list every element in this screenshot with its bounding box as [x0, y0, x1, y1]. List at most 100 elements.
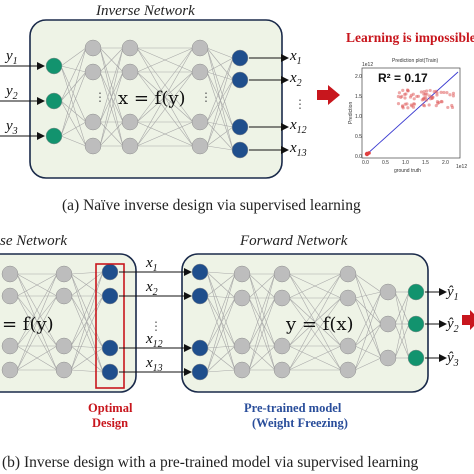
panel-a-output-label-sub: 1: [297, 56, 302, 67]
pretrained-label-line1: Pre-trained model: [244, 401, 342, 415]
panel-b-mid-label-base: x: [145, 279, 153, 295]
panel-b-right-edge: [248, 273, 276, 347]
panel-b-right-edge: [206, 273, 236, 297]
panel-b-left-edge: [70, 271, 104, 297]
panel-b-left-edge: [70, 271, 104, 371]
prediction-plot-ytick: 2.0: [355, 74, 362, 80]
panel-a-input-label: y3: [4, 118, 18, 137]
panel-a-node: [84, 137, 102, 155]
panel-b-mid-label: x13: [145, 355, 163, 374]
prediction-point: [446, 105, 450, 110]
panel-a-edge: [60, 65, 87, 123]
prediction-plot-ytick: 1.5: [355, 94, 362, 100]
panel-b-mid-label-sub: 2: [153, 287, 158, 298]
panel-b-right-node: [339, 289, 357, 307]
panel-b-right-node: [339, 265, 357, 283]
panel-b-mid-label-sub: 12: [153, 339, 163, 350]
panel-a-input-label-base: y: [4, 83, 13, 99]
panel-b-left-edge: [16, 273, 58, 347]
panel-b-left-edge: [16, 273, 58, 297]
panel-b-right-edge: [206, 273, 236, 349]
prediction-point: [437, 100, 441, 105]
panel-b-output-label: ŷ2: [445, 316, 459, 335]
panel-b-right-edge: [354, 291, 382, 347]
panel-b-right-node: [273, 337, 291, 355]
panel-a-input-label: y2: [4, 83, 18, 102]
panel-b-right-node: [379, 349, 397, 367]
panel-b-right-node: [233, 337, 251, 355]
panel-a-edge: [99, 47, 124, 147]
panel-b-right-edge: [394, 291, 410, 359]
panel-b-right-edge: [354, 297, 382, 325]
panel-b-right-node: [339, 337, 357, 355]
prediction-point: [423, 92, 427, 96]
panel-a-node: [84, 39, 102, 57]
panel-b-right-node: [191, 263, 209, 281]
panel-a-input-label: y1: [4, 48, 18, 67]
panel-b-mid-label-base: x: [145, 355, 153, 371]
panel-b-right-node: [233, 289, 251, 307]
panel-b-right-equation: y = f(x): [285, 314, 354, 335]
panel-b-caption: (b) Inverse design with a pre-trained mo…: [2, 454, 418, 471]
panel-a-node: [191, 39, 209, 57]
panel-b-right-edge: [354, 345, 382, 359]
prediction-plot-ytick: 0.0: [355, 154, 362, 160]
panel-a-node: [121, 63, 139, 81]
prediction-plot-xtick: 2.0: [442, 160, 449, 166]
panel-b-right-node: [339, 361, 357, 379]
panel-a-edge: [60, 121, 87, 137]
prediction-point: [430, 96, 434, 101]
panel-b-left-edge: [70, 345, 104, 349]
panel-b-right-edge: [354, 273, 382, 325]
prediction-point: [451, 91, 456, 96]
panel-b-left-edge: [70, 295, 104, 371]
prediction-point: [442, 90, 446, 95]
prediction-plot-diagonal: [365, 71, 459, 156]
panel-b-left-node: [55, 361, 73, 379]
panel-b-right-node: [273, 265, 291, 283]
panel-b-left-edge: [70, 273, 104, 349]
panel-b-right-edge: [288, 273, 342, 347]
prediction-point: [415, 94, 419, 99]
panel-a-output-ellipsis: ⋮: [294, 97, 306, 111]
prediction-plot-title: Prediction plot(Train): [392, 58, 439, 64]
prediction-point: [405, 88, 410, 92]
panel-a-output-label-base: x: [289, 140, 297, 156]
prediction-point: [401, 106, 405, 110]
panel-b-output-label-sub: 2: [454, 324, 459, 335]
panel-a-edge: [206, 71, 234, 81]
panel-a-edge: [60, 100, 87, 147]
panel-b-left-node: [1, 287, 19, 305]
panel-b-left-edge: [70, 347, 104, 371]
panel-a-node: [231, 71, 249, 89]
panel-b-right-edge: [354, 273, 382, 293]
panel-b-mid-label: x1: [145, 255, 158, 274]
panel-b-right-edge: [288, 297, 342, 371]
prediction-plot-points: [364, 88, 456, 157]
panel-b-left-equation: = f(y): [2, 314, 54, 335]
prediction-plot-corner-right: 1e12: [456, 164, 467, 170]
prediction-point: [448, 93, 452, 97]
panel-a-edge: [206, 121, 234, 128]
prediction-point: [419, 90, 423, 94]
panel-b-right-edge: [288, 273, 342, 371]
prediction-plot-xlabel: ground truth: [394, 168, 421, 174]
panel-a-node: [191, 63, 209, 81]
prediction-point: [411, 105, 416, 109]
panel-b-right-node: [191, 339, 209, 357]
panel-a-edge: [99, 71, 124, 147]
panel-a-node: [231, 118, 249, 136]
prediction-plot-xtick: 1.5: [422, 160, 429, 166]
panel-a-node: [231, 49, 249, 67]
prediction-plot-xtick: 1.0: [402, 160, 409, 166]
prediction-point: [439, 90, 443, 94]
panel-b-left-edge: [16, 273, 58, 371]
panel-a-node: [191, 137, 209, 155]
panel-a-edge: [206, 47, 234, 128]
prediction-point: [450, 103, 454, 108]
panel-a-edge: [136, 47, 194, 147]
panel-a-node: [45, 92, 63, 110]
optimal-design-label-line1: Optimal: [88, 401, 133, 415]
panel-b-right-edge: [288, 273, 342, 299]
